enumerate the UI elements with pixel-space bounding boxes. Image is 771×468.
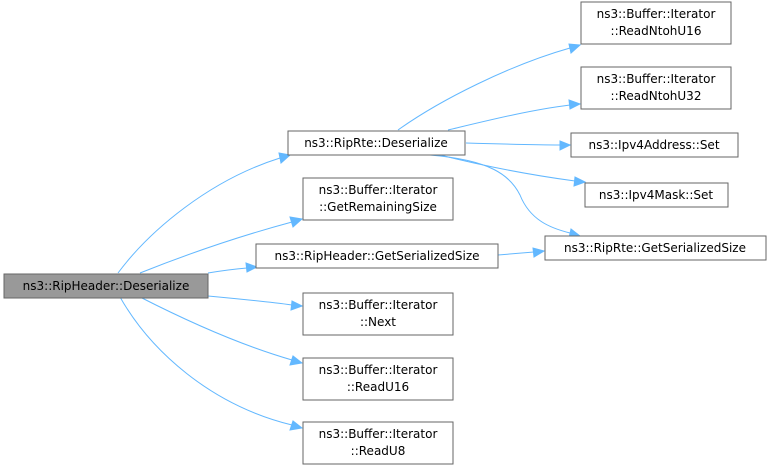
edge-root-to-readu16	[139, 296, 304, 366]
node-iterator-next[interactable]: ns3::Buffer::Iterator ::Next	[302, 292, 454, 336]
node-label-line1: ns3::Buffer::Iterator	[319, 427, 438, 441]
edge-ripheader-to-riprte-getserializedsize	[497, 247, 546, 258]
node-label-line2: ::ReadNtohU16	[611, 24, 702, 38]
node-iterator-readntohu32[interactable]: ns3::Buffer::Iterator ::ReadNtohU32	[580, 66, 732, 110]
node-label-line1: ns3::Buffer::Iterator	[597, 7, 716, 21]
edges	[117, 43, 587, 431]
node-label-line2: ::Next	[360, 315, 396, 329]
edge-root-to-readu8	[119, 296, 304, 431]
node-label-line1: ns3::Buffer::Iterator	[597, 72, 716, 86]
edge-riprte-to-ipv4mask-set	[439, 154, 587, 187]
node-iterator-readu8[interactable]: ns3::Buffer::Iterator ::ReadU8	[302, 421, 454, 465]
node-label-line2: ::ReadU16	[347, 380, 409, 394]
node-riprte-getserializedsize[interactable]: ns3::RipRte::GetSerializedSize	[544, 235, 767, 261]
node-label: ns3::Ipv4Address::Set	[588, 138, 719, 152]
node-ipv4address-set[interactable]: ns3::Ipv4Address::Set	[570, 132, 739, 158]
node-iterator-readu16[interactable]: ns3::Buffer::Iterator ::ReadU16	[302, 357, 454, 401]
node-ripheader-deserialize[interactable]: ns3::RipHeader::Deserialize	[3, 273, 209, 299]
node-iterator-readntohu16[interactable]: ns3::Buffer::Iterator ::ReadNtohU16	[580, 1, 732, 45]
edge-riprte-to-readntohu32	[447, 99, 582, 131]
node-ripheader-getserializedsize[interactable]: ns3::RipHeader::GetSerializedSize	[255, 243, 499, 269]
edge-root-to-next	[207, 295, 304, 311]
node-label: ns3::RipRte::GetSerializedSize	[564, 241, 746, 255]
node-iterator-getremainingsize[interactable]: ns3::Buffer::Iterator ::GetRemainingSize	[302, 177, 454, 221]
edge-root-to-ripheader-getserializedsize	[207, 262, 259, 274]
node-label: ns3::RipRte::Deserialize	[304, 136, 448, 150]
edge-root-to-riprte-deserialize	[117, 152, 292, 274]
edge-root-to-getremainingsize	[139, 216, 304, 274]
node-label-line1: ns3::Buffer::Iterator	[319, 298, 438, 312]
node-ipv4mask-set[interactable]: ns3::Ipv4Mask::Set	[584, 182, 729, 208]
node-label-line1: ns3::Buffer::Iterator	[319, 183, 438, 197]
edge-riprte-to-ipv4address-set	[465, 140, 572, 151]
nodes: ns3::RipHeader::Deserialize ns3::RipRte:…	[3, 1, 767, 465]
node-label-line2: ::ReadNtohU32	[611, 89, 702, 103]
edge-riprte-to-readntohu16	[397, 43, 582, 131]
node-label-line1: ns3::Buffer::Iterator	[319, 363, 438, 377]
node-label-line2: ::ReadU8	[351, 444, 406, 458]
node-riprte-deserialize[interactable]: ns3::RipRte::Deserialize	[287, 130, 466, 156]
node-label: ns3::Ipv4Mask::Set	[599, 188, 713, 202]
node-label: ns3::RipHeader::Deserialize	[23, 279, 190, 293]
node-label-line2: ::GetRemainingSize	[319, 200, 437, 214]
node-label: ns3::RipHeader::GetSerializedSize	[274, 249, 479, 263]
